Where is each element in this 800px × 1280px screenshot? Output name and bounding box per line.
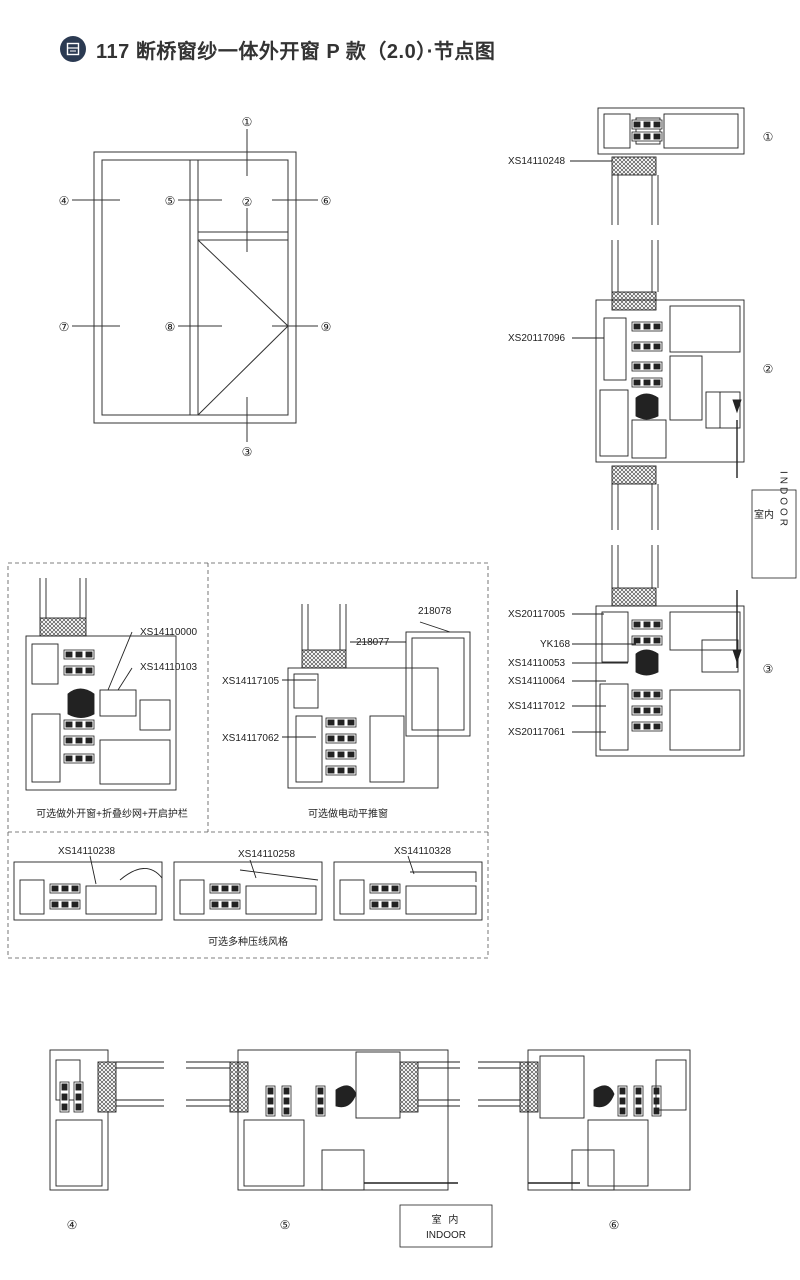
page-header: 117 断桥窗纱一体外开窗 P 款（2.0）·节点图 <box>60 34 495 64</box>
panel3-label-1: XS14110258 <box>238 849 296 860</box>
window-elevation <box>72 129 318 442</box>
window-icon <box>60 36 86 62</box>
svg-text:⑨: ⑨ <box>321 320 332 334</box>
svg-text:XS14117012: XS14117012 <box>508 701 566 712</box>
svg-text:XS20117096: XS20117096 <box>508 333 566 344</box>
panel2-label-0: 218078 <box>418 606 452 617</box>
indoor-label-cn: 室内 <box>754 508 774 521</box>
svg-text:YK168: YK168 <box>540 639 570 650</box>
svg-text:⑧: ⑧ <box>165 320 176 334</box>
panel1-caption: 可选做外开窗+折叠纱网+开启护栏 <box>36 807 188 820</box>
panel3-label-2: XS14110328 <box>394 846 452 857</box>
panel2-caption: 可选做电动平推窗 <box>308 807 388 820</box>
svg-text:②: ② <box>242 195 253 209</box>
page-title: 117 断桥窗纱一体外开窗 P 款（2.0）·节点图 <box>96 40 496 63</box>
svg-text:④: ④ <box>67 1218 78 1232</box>
vertical-section-labels: XS14110248 XS20117096 XS20117005 YK168 X… <box>508 156 570 738</box>
svg-text:③: ③ <box>763 662 774 676</box>
panel1-label-1: XS14110103 <box>140 662 198 673</box>
indoor-label-en: INDOOR <box>778 471 789 529</box>
svg-text:④: ④ <box>59 194 70 208</box>
horizontal-section <box>49 1049 691 1248</box>
svg-text:XS14110248: XS14110248 <box>508 156 566 167</box>
svg-text:②: ② <box>763 362 774 376</box>
svg-text:⑦: ⑦ <box>59 320 70 334</box>
svg-text:①: ① <box>242 115 253 129</box>
panel3-caption: 可选多种压线风格 <box>208 935 288 948</box>
svg-text:①: ① <box>763 130 774 144</box>
svg-text:⑥: ⑥ <box>321 194 332 208</box>
svg-text:XS20117061: XS20117061 <box>508 727 566 738</box>
panel2-label-3: XS14117062 <box>222 733 280 744</box>
svg-text:⑤: ⑤ <box>280 1218 291 1232</box>
indoor-bottom-cn: 室 内 <box>432 1213 461 1226</box>
svg-text:XS14110053: XS14110053 <box>508 658 566 669</box>
elevation-markers: ① ② ③ ④ ⑤ ⑥ ⑦ ⑧ ⑨ <box>59 115 332 459</box>
svg-text:③: ③ <box>242 445 253 459</box>
option-panel-1-section <box>25 578 177 791</box>
indoor-bottom-en: INDOOR <box>426 1230 466 1241</box>
panel1-label-0: XS14110000 <box>140 627 198 638</box>
svg-text:XS20117005: XS20117005 <box>508 609 566 620</box>
vertical-section-markers: ① ② ③ <box>763 130 774 676</box>
horizontal-section-markers: ④ ⑤ ⑥ <box>67 1218 620 1232</box>
panel2-label-2: XS14117105 <box>222 676 280 687</box>
svg-text:XS14110064: XS14110064 <box>508 676 566 687</box>
options-panels <box>7 562 489 959</box>
svg-text:⑥: ⑥ <box>609 1218 620 1232</box>
svg-text:⑤: ⑤ <box>165 194 176 208</box>
vertical-section <box>570 107 797 757</box>
option-panel-3-sections <box>13 855 483 921</box>
option-panel-2-section <box>282 604 471 789</box>
panel2-label-1: 218077 <box>356 637 390 648</box>
panel3-label-0: XS14110238 <box>58 846 116 857</box>
